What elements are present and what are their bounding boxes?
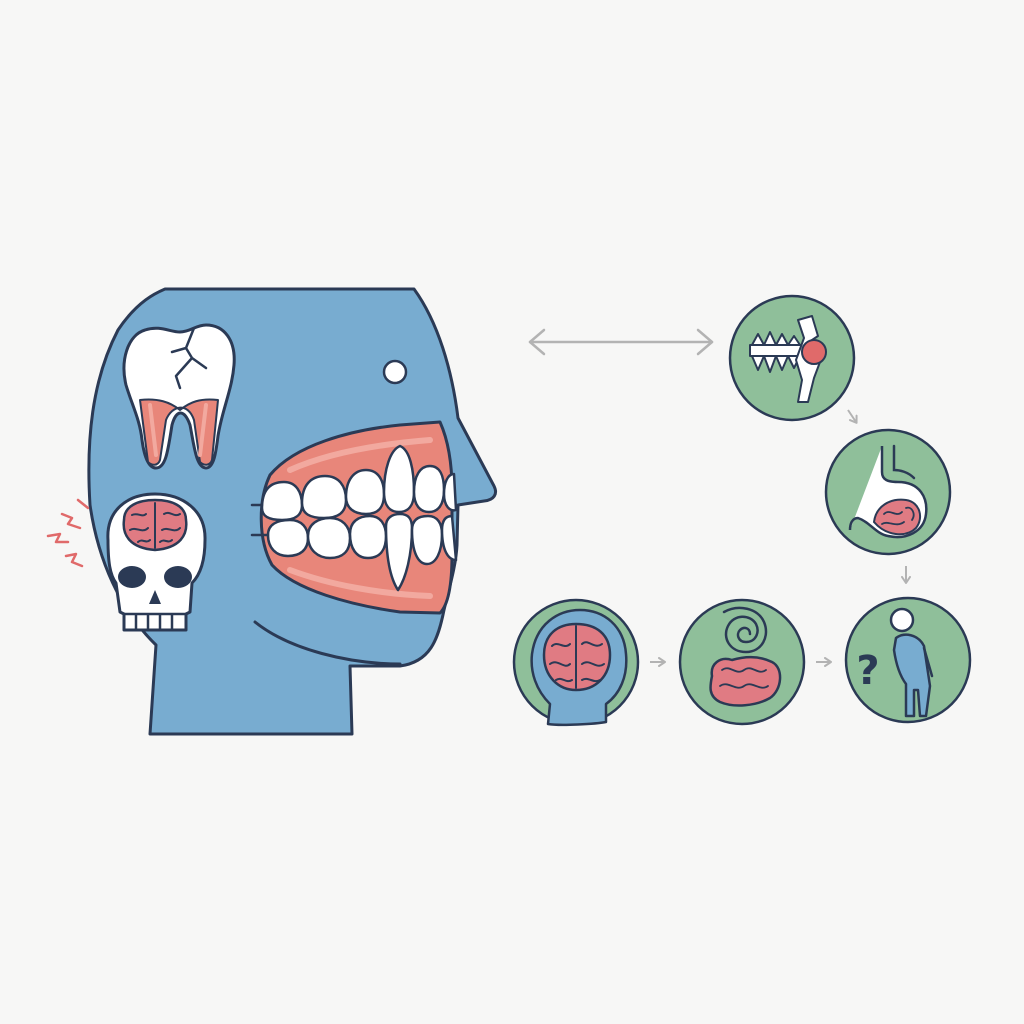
stomach-icon: [824, 428, 952, 556]
confused-person-icon: [844, 596, 972, 724]
ear-dot-icon: [382, 359, 408, 385]
question-mark-label: ?: [856, 648, 879, 694]
brain-head-icon: [512, 598, 640, 727]
cracked-tooth-icon: [122, 323, 236, 470]
pain-marks-icon: [46, 498, 90, 568]
skull-brain-icon: [106, 492, 207, 632]
gut-spiral-icon: [678, 598, 806, 726]
jaw-joint-icon: [728, 294, 856, 422]
teeth-bite-icon: [250, 420, 458, 615]
arrow-jaw-to-stomach: [847, 409, 858, 424]
double-arrow-icon: [528, 328, 714, 356]
